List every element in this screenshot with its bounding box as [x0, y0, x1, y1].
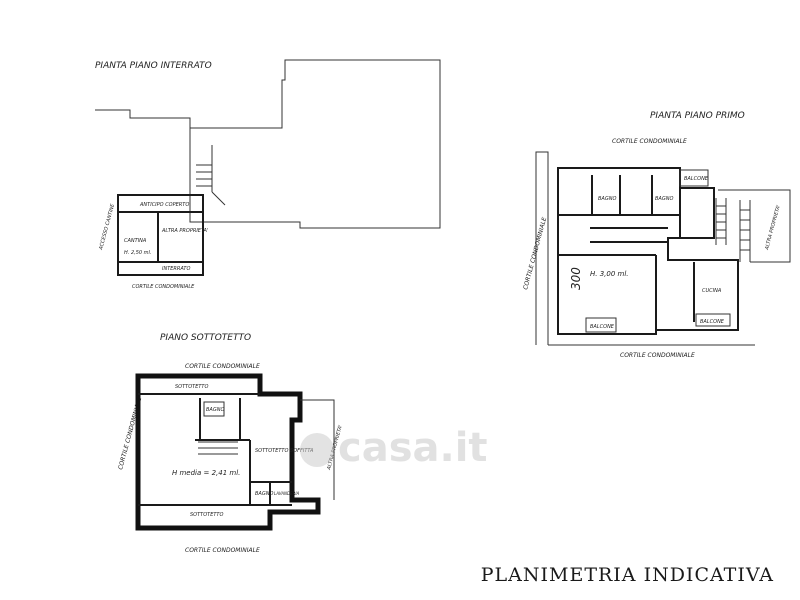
attic-small-1: BAGNO	[255, 491, 273, 497]
attic-south-label: CORTILE CONDOMINIALE	[185, 547, 260, 554]
first-floor-plan: PIANTA PIANO PRIMO CORTILE CONDOMINIALE …	[522, 111, 791, 359]
first-floor-number: 300	[569, 267, 583, 290]
first-floor-south-label: CORTILE CONDOMINIALE	[620, 352, 695, 359]
first-floor-height: H. 3,00 ml.	[590, 270, 629, 278]
first-floor-balcony-right: BALCONE	[700, 319, 725, 325]
basement-north-label: ANTICIPO COPERTO	[139, 202, 189, 208]
first-floor-kitchen: CUCINA	[702, 288, 722, 294]
watermark: casa.it	[300, 425, 488, 471]
first-floor-outline	[557, 167, 739, 335]
first-floor-top-balcony	[679, 169, 709, 187]
basement-unit	[117, 194, 204, 276]
attic-title: PIANO SOTTOTETTO	[160, 333, 251, 343]
first-floor-bath-2: BAGNO	[655, 196, 673, 202]
basement-stairs	[196, 145, 226, 206]
attic-bath-box	[203, 401, 225, 417]
basement-title: PIANTA PIANO INTERRATO	[95, 61, 212, 71]
attic-room-right: SOTTOTETTO SOFFITTA	[255, 448, 314, 454]
first-floor-title: PIANTA PIANO PRIMO	[650, 111, 745, 121]
attic-bath: BAGNO	[206, 407, 224, 413]
attic-top-band: SOTTOTETTO	[175, 384, 208, 390]
first-floor-right-balcony	[695, 313, 731, 327]
basement-plan: PIANTA PIANO INTERRATO ANTICIPO COPERTO …	[95, 59, 441, 290]
attic-small-2: LAVANDERIA	[274, 491, 300, 496]
first-floor-west-border	[535, 151, 549, 345]
attic-east-border	[300, 399, 335, 500]
first-floor-bottom-balcony	[585, 317, 617, 333]
first-floor-east-border	[718, 189, 791, 263]
basement-height: H. 2,50 ml.	[124, 250, 152, 256]
basement-south-room: INTERRATO	[162, 266, 190, 272]
basement-outline	[95, 59, 441, 229]
first-floor-east-label: ALTRA PROPRIETA'	[764, 204, 782, 251]
basement-room-2: ALTRA PROPRIETA'	[161, 228, 208, 234]
first-floor-balcony-top: BALCONE	[684, 176, 709, 182]
first-floor-balcony-bottom: BALCONE	[590, 324, 615, 330]
first-floor-bath-1: BAGNO	[598, 196, 616, 202]
attic-bottom-band: SOTTOTETTO	[190, 512, 223, 518]
watermark-logo-icon	[300, 433, 334, 467]
basement-room-1: CANTINA	[124, 238, 147, 244]
attic-height: H media = 2,41 ml.	[172, 469, 240, 477]
attic-north-label: CORTILE CONDOMINIALE	[185, 363, 260, 370]
first-floor-north-label: CORTILE CONDOMINIALE	[612, 138, 687, 145]
first-floor-stairs	[715, 198, 751, 262]
basement-west-label: ACCESSO CANTINE	[98, 202, 117, 251]
watermark-text: casa.it	[338, 425, 488, 471]
first-floor-west-label: CORTILE CONDOMINIALE	[522, 216, 548, 290]
drawing-caption: PLANIMETRIA INDICATIVA	[480, 564, 774, 586]
basement-south-label: CORTILE CONDOMINIALE	[132, 284, 195, 290]
attic-stairs	[198, 441, 238, 455]
